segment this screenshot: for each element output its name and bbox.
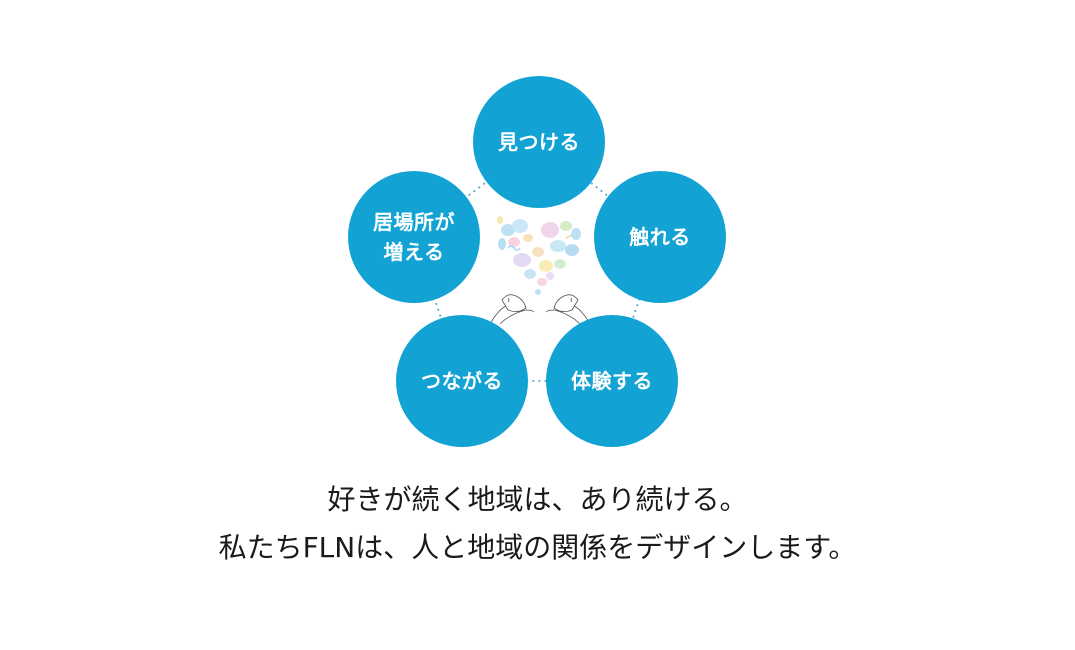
node-experience-label: 体験する xyxy=(571,369,653,393)
node-touch: 触れる xyxy=(594,171,726,303)
node-place-label: 居場所が 増える xyxy=(373,210,455,264)
node-touch-label: 触れる xyxy=(629,225,691,249)
node-connect-label: つながる xyxy=(421,369,503,393)
node-find: 見つける xyxy=(473,76,605,208)
node-find-label: 見つける xyxy=(498,130,580,154)
tagline-line-1: 好きが続く地域は、あり続ける。 xyxy=(327,483,748,516)
node-connect: つながる xyxy=(396,315,528,447)
heart-hands-illustration xyxy=(489,216,591,324)
node-place: 居場所が 増える xyxy=(348,171,480,303)
node-experience: 体験する xyxy=(546,315,678,447)
tagline-line-2: 私たちFLNは、人と地域の関係をデザインします。 xyxy=(218,531,857,564)
